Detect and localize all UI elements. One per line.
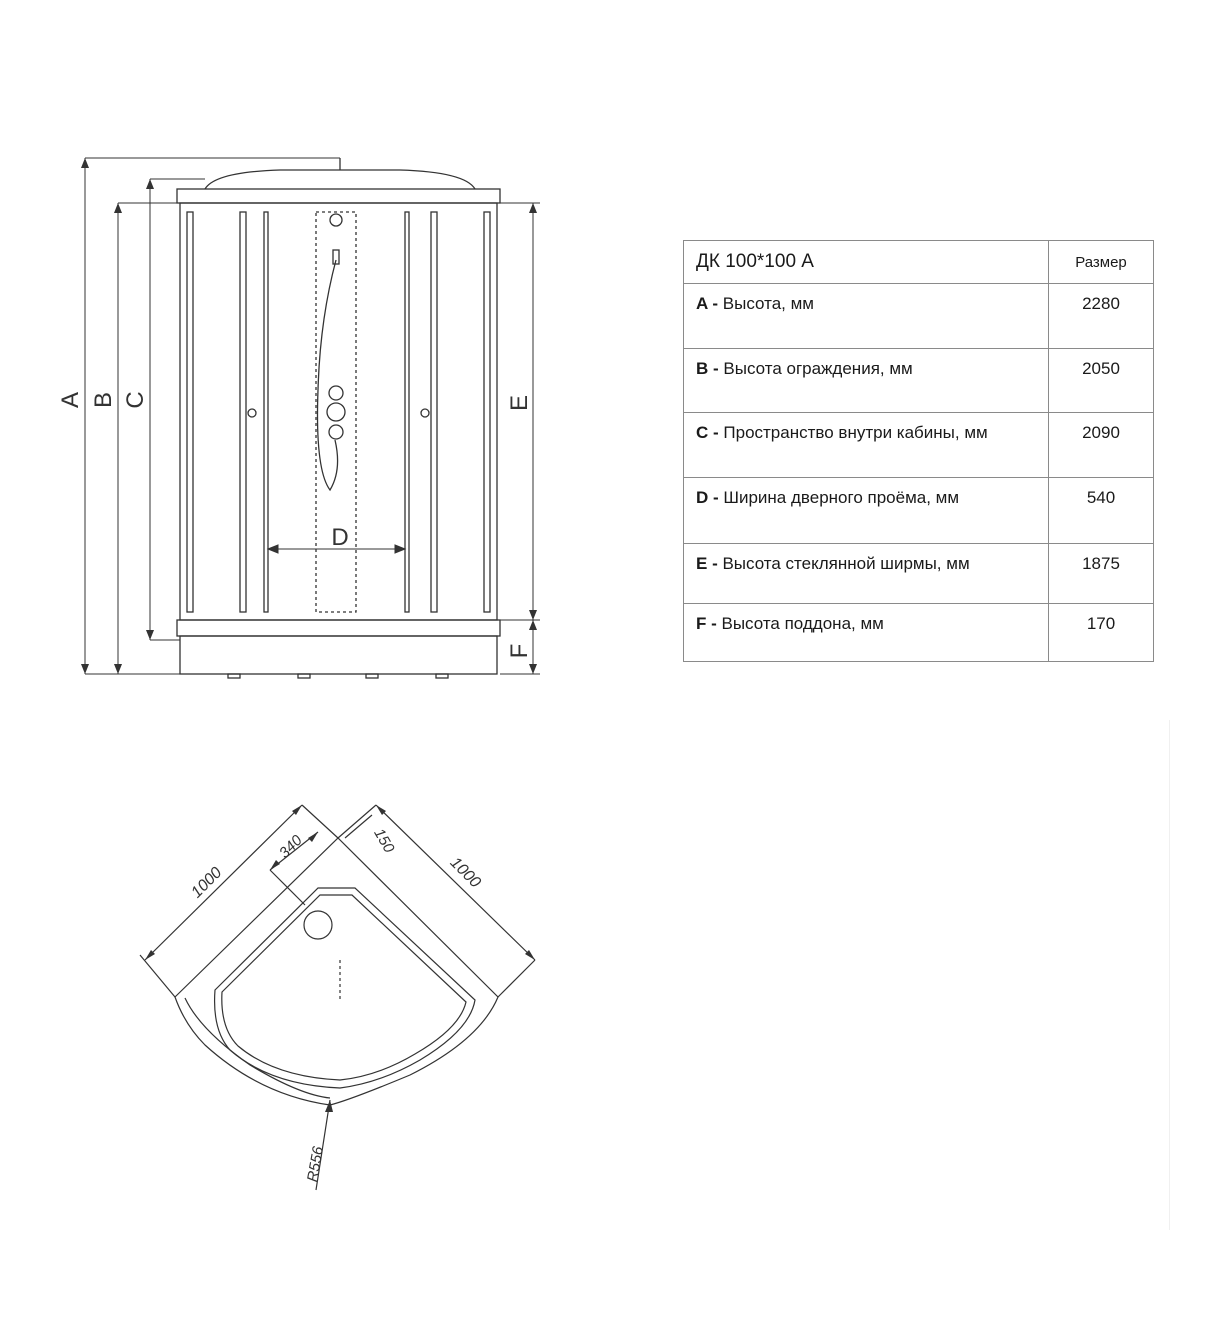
row-key: A	[696, 294, 708, 313]
spec-table: ДК 100*100 А Размер A - Высота, мм 2280 …	[683, 240, 1154, 662]
row-desc: Высота поддона, мм	[721, 614, 884, 633]
row-separator: -	[706, 614, 722, 633]
dim-label-c: C	[122, 391, 149, 408]
shower-tray	[179, 635, 498, 675]
row-value: 2050	[1048, 348, 1154, 413]
dim-label-side-left: 1000	[188, 864, 225, 901]
divider	[1169, 720, 1170, 1230]
dim-label-a: A	[57, 392, 84, 408]
dim-label-d: D	[331, 524, 348, 551]
table-row: C - Пространство внутри кабины, мм 2090	[683, 412, 1154, 478]
table-row: E - Высота стеклянной ширмы, мм 1875	[683, 543, 1154, 604]
shower-panel	[315, 211, 357, 613]
door-right-frame	[430, 211, 438, 613]
table-size-header: Размер	[1048, 240, 1154, 284]
door-left-frame	[239, 211, 247, 613]
row-key: D	[696, 488, 709, 507]
row-separator: -	[707, 294, 723, 313]
table-header-row: ДК 100*100 А Размер	[683, 240, 1154, 284]
row-key: E	[696, 554, 708, 573]
dim-label-radius: R556	[304, 1144, 327, 1183]
row-key: F	[696, 614, 707, 633]
dim-label-side-right: 1000	[447, 854, 484, 891]
cabin-roof-dome	[204, 169, 476, 190]
row-separator: -	[707, 554, 723, 573]
tray-outline	[174, 837, 499, 1106]
table-row: D - Ширина дверного проёма, мм 540	[683, 477, 1154, 544]
row-desc: Ширина дверного проёма, мм	[723, 488, 960, 507]
row-value: 2280	[1048, 283, 1154, 349]
row-value: 540	[1048, 477, 1154, 544]
row-separator: -	[708, 488, 724, 507]
row-key: C	[696, 423, 709, 442]
drain-icon	[303, 910, 333, 940]
dim-side-right	[375, 804, 536, 961]
cabin-top-frame	[176, 188, 501, 204]
dim-label-b: B	[90, 392, 117, 408]
dim-side-left	[144, 804, 303, 961]
tray-basin	[213, 887, 476, 1089]
front-view-drawing: A B C D E F	[57, 157, 540, 679]
row-desc: Высота, мм	[722, 294, 814, 313]
row-desc: Высота стеклянной ширмы, мм	[722, 554, 970, 573]
row-desc: Пространство внутри кабины, мм	[723, 423, 988, 442]
row-value: 2090	[1048, 412, 1154, 478]
dim-radius-leader	[315, 1099, 331, 1191]
door-right-handle	[420, 408, 430, 418]
table-row: A - Высота, мм 2280	[683, 283, 1154, 349]
shower-head-icon	[329, 213, 343, 227]
tray-rim	[176, 619, 501, 637]
table-row: B - Высота ограждения, мм 2050	[683, 348, 1154, 413]
table-row: F - Высота поддона, мм 170	[683, 603, 1154, 662]
row-separator: -	[708, 359, 724, 378]
row-value: 1875	[1048, 543, 1154, 604]
dim-label-e: E	[506, 395, 533, 411]
dim-label-f: F	[506, 644, 533, 659]
dim-corner-offset	[344, 814, 373, 839]
door-left-handle	[247, 408, 257, 418]
row-key: B	[696, 359, 709, 378]
row-desc: Высота ограждения, мм	[723, 359, 913, 378]
top-view-drawing: 1000 1000 340 150 R556	[139, 804, 536, 1191]
shower-hose	[316, 259, 339, 492]
dim-label-corner-offset: 150	[370, 826, 398, 857]
table-model-title: ДК 100*100 А	[683, 240, 1049, 284]
row-value: 170	[1048, 603, 1154, 662]
cabin-frame	[179, 202, 498, 621]
row-separator: -	[708, 423, 724, 442]
dim-label-drain-offset: 340	[276, 831, 306, 861]
